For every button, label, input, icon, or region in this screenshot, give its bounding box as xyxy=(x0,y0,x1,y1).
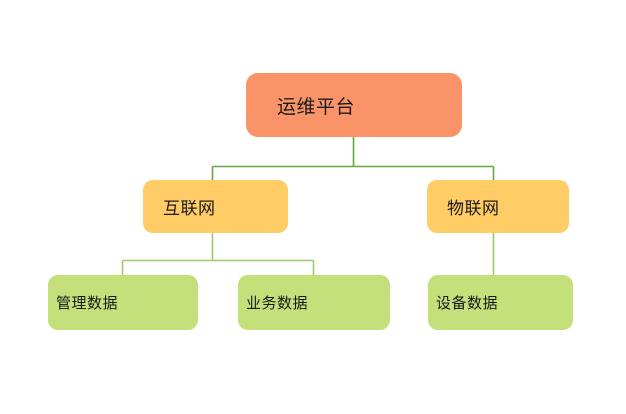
node-iot-label: 物联网 xyxy=(447,199,500,219)
node-device-data-label: 设备数据 xyxy=(436,294,499,312)
node-biz-data-label: 业务数据 xyxy=(246,294,309,312)
node-device-data[interactable]: 设备数据 xyxy=(428,275,573,330)
node-root[interactable]: 运维平台 xyxy=(246,73,462,137)
node-mgmt-data-label: 管理数据 xyxy=(56,294,119,312)
node-iot[interactable]: 物联网 xyxy=(427,180,569,233)
node-biz-data[interactable]: 业务数据 xyxy=(238,275,390,330)
node-internet-label: 互联网 xyxy=(163,199,216,219)
node-mgmt-data[interactable]: 管理数据 xyxy=(48,275,198,330)
node-root-label: 运维平台 xyxy=(277,95,356,118)
node-internet[interactable]: 互联网 xyxy=(143,180,288,233)
